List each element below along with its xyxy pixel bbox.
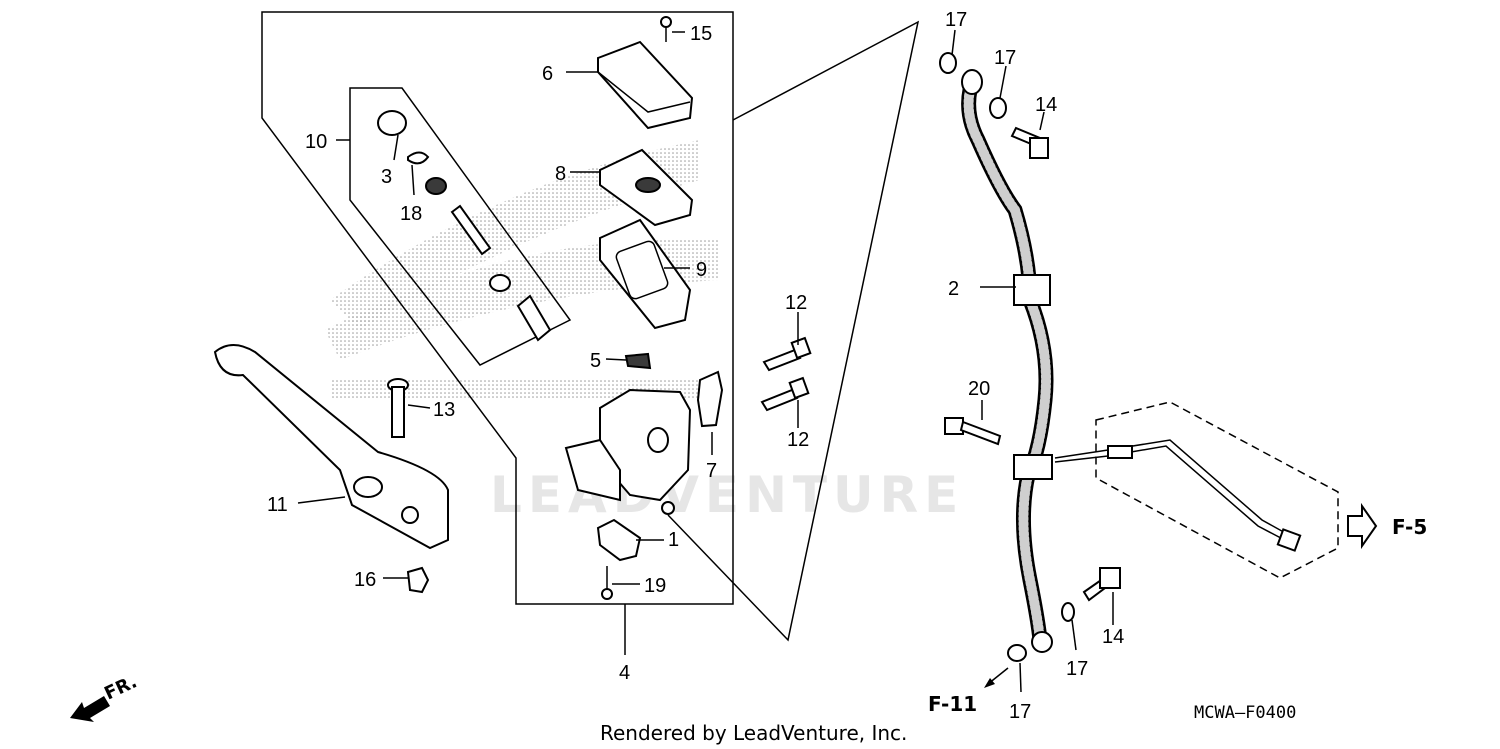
front-direction-arrow-icon [70,696,110,722]
part-15-screw[interactable] [660,16,672,42]
part-8-plate[interactable] [599,148,694,227]
part-17-washers[interactable] [939,52,1075,662]
callout-10: 10 [305,131,327,153]
callout-16: 16 [354,569,376,591]
subassembly-10-outline [349,87,572,366]
ref-f5[interactable]: F-5 [1392,515,1427,539]
callout-5: 5 [590,350,601,372]
callout-17-top-right: 17 [994,47,1016,69]
callout-9: 9 [696,259,707,281]
callout-3: 3 [381,166,392,188]
callout-8: 8 [555,163,566,185]
diagram-code: MCWA—F0400 [1194,703,1296,723]
part-11-lever[interactable] [213,344,449,550]
part-14-bolts[interactable] [1010,126,1121,602]
callout-4: 4 [619,662,630,684]
front-direction-label: FR. [101,671,140,704]
part-13-pivot-bolt[interactable] [387,378,409,438]
part-5-clip[interactable] [624,352,652,370]
part-1-switch[interactable] [596,518,642,562]
f5-arrow-icon [1347,502,1378,550]
part-19-screw[interactable] [601,566,613,600]
callout-19: 19 [644,575,666,597]
subassembly-10-parts[interactable] [377,110,552,342]
part-6-reservoir-cap[interactable] [597,40,694,130]
callout-14-upper: 14 [1035,94,1057,116]
callout-17-top-left: 17 [945,9,967,31]
callout-7: 7 [706,460,717,482]
part-7-holder[interactable] [696,370,724,428]
callout-18: 18 [400,203,422,225]
callout-17-bottom-right: 17 [1066,658,1088,680]
credit-text: Rendered by LeadVenture, Inc. [600,721,907,745]
part-12-bolts[interactable] [760,336,812,412]
callout-20: 20 [968,378,990,400]
callout-6: 6 [542,63,553,85]
watermark-text: LEADVENTURE [490,466,964,524]
part-20-bolt[interactable] [944,417,1002,446]
part-4-master-cylinder[interactable] [564,388,692,515]
assembly-outline [261,11,734,605]
part-16-nut[interactable] [406,566,430,594]
ref-f11[interactable]: F-11 [928,692,977,716]
part-2-brake-hose[interactable] [961,69,1054,653]
leader-lines [297,29,1114,693]
callout-2: 2 [948,278,959,300]
callout-11: 11 [267,494,288,516]
brake-pipe-f5[interactable] [1054,401,1339,579]
part-9-diaphragm[interactable] [599,218,692,330]
f11-arrow-icon [984,667,1009,688]
callout-12-upper: 12 [785,292,807,314]
callout-17-bottom-left: 17 [1009,701,1031,723]
callout-1: 1 [668,529,679,551]
callout-12-lower: 12 [787,429,809,451]
callout-14-lower: 14 [1102,626,1124,648]
hose-leader [667,20,920,642]
callout-15: 15 [690,23,712,45]
callout-13: 13 [433,399,455,421]
